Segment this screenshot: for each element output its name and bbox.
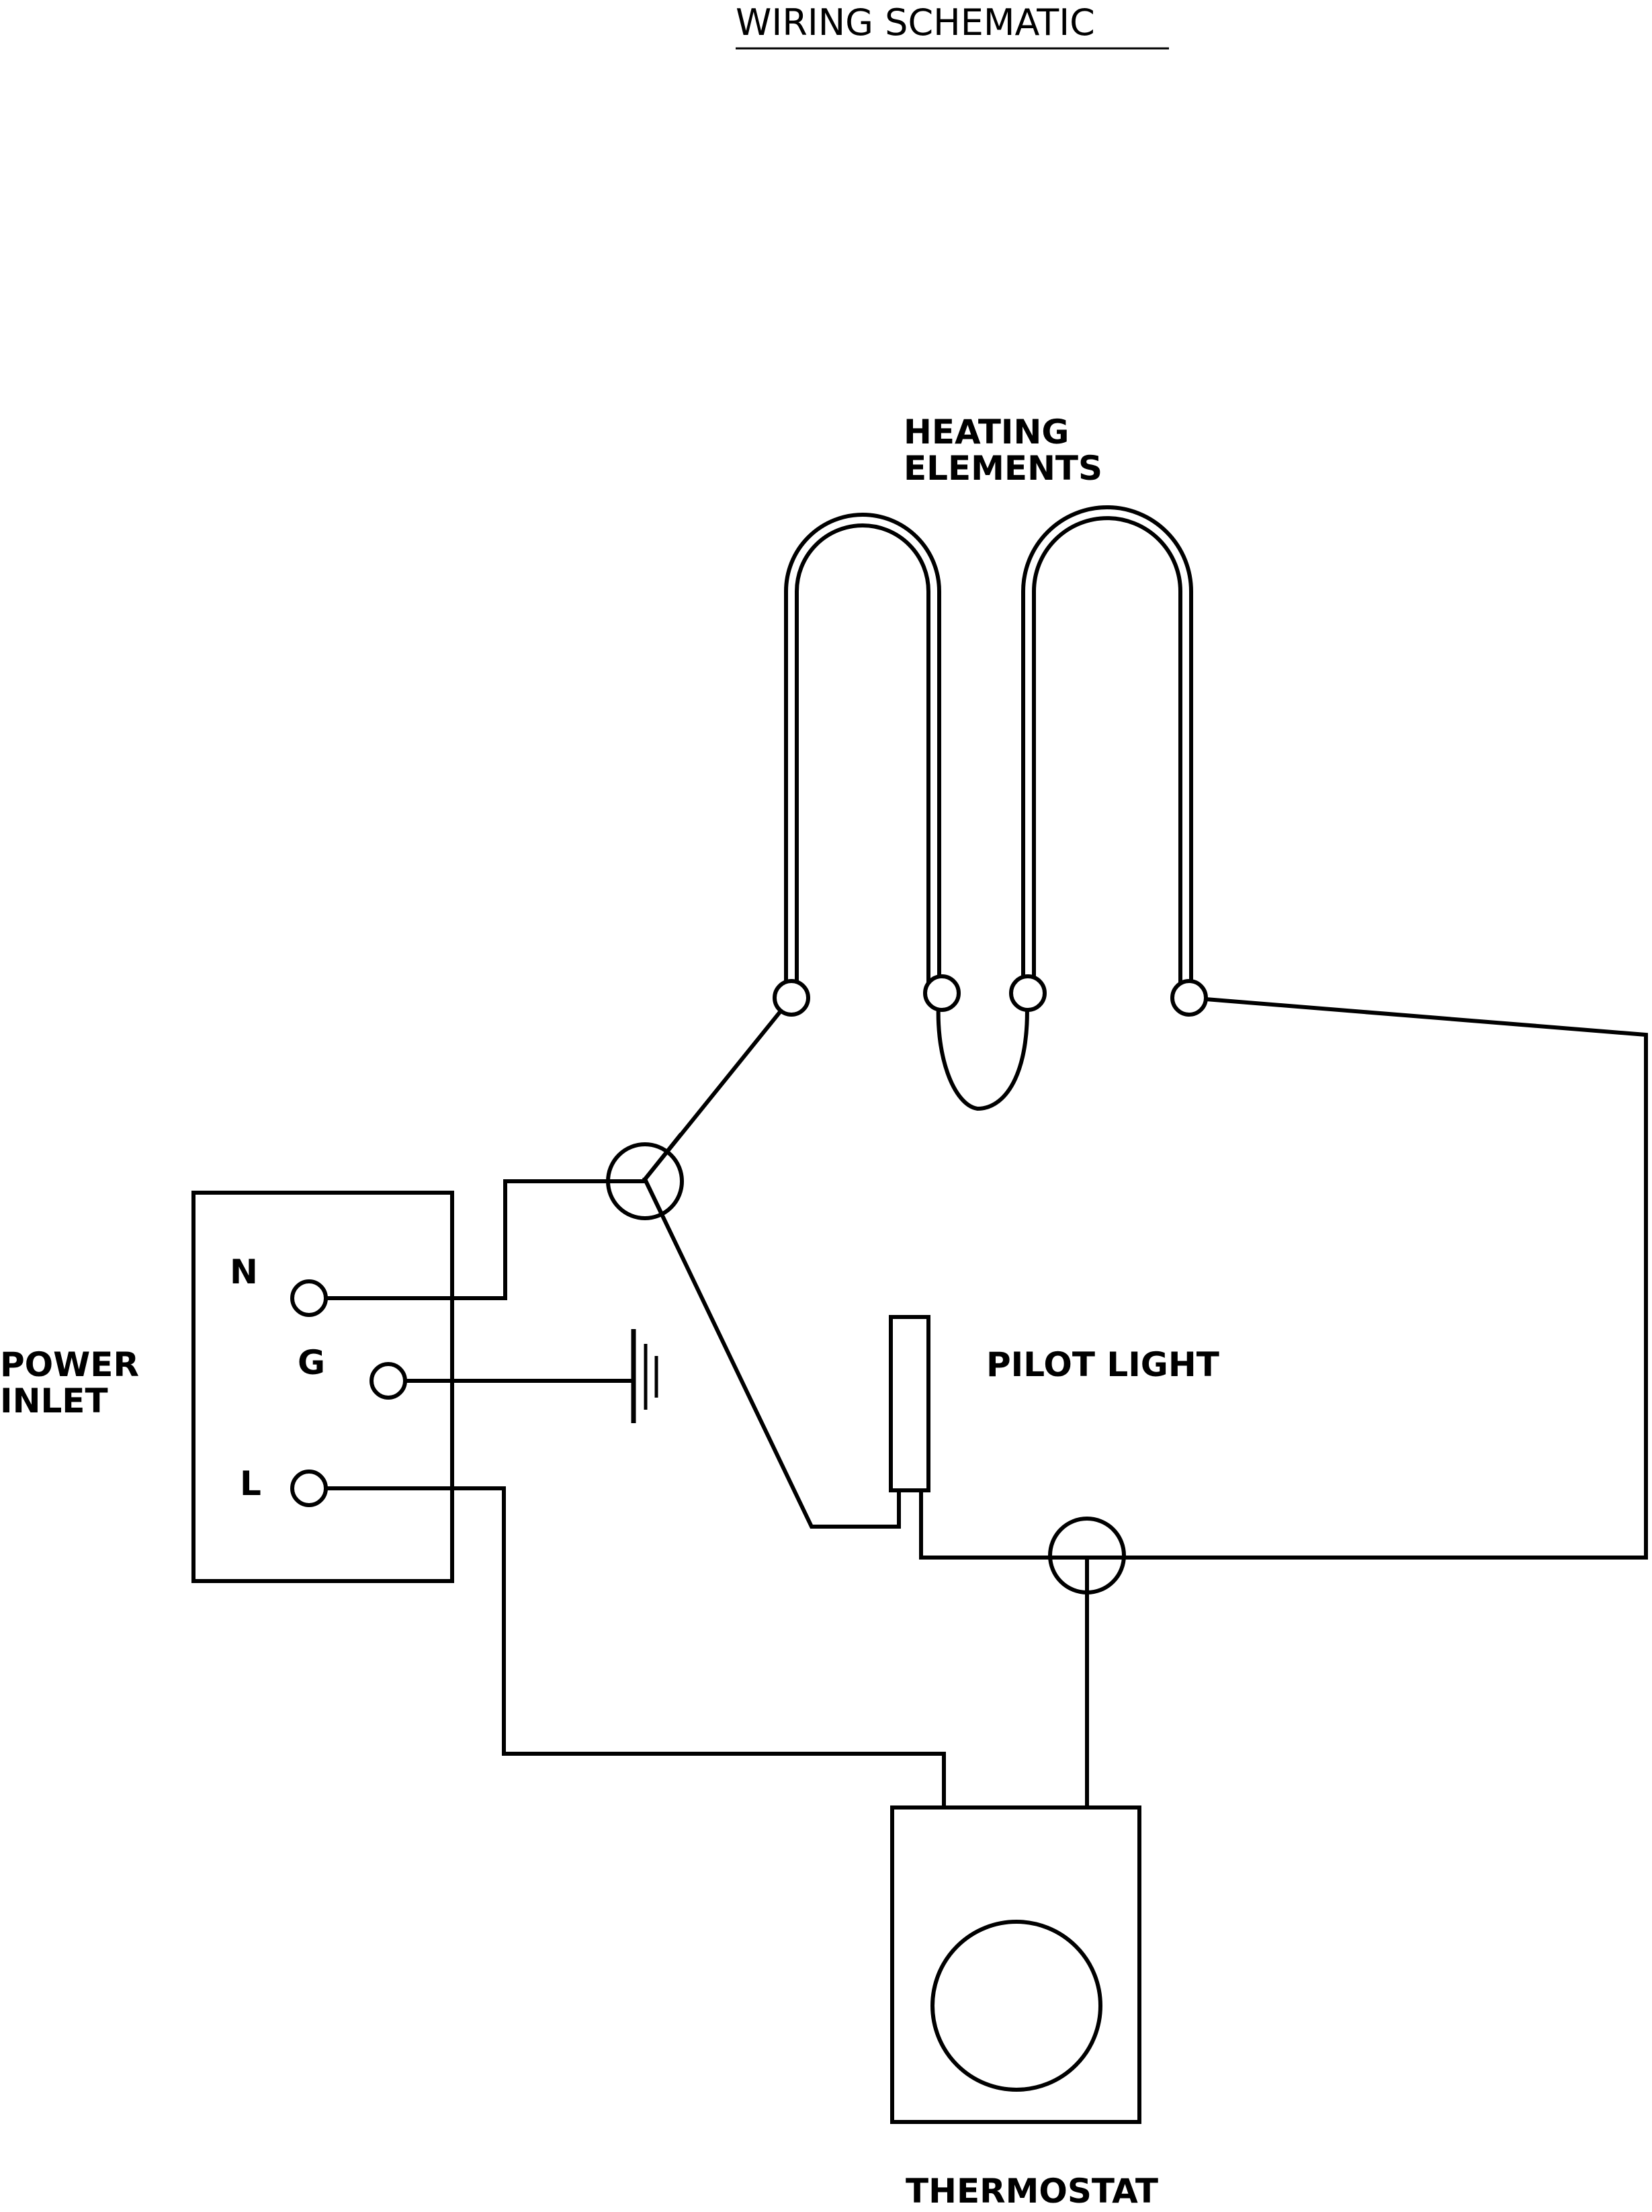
power-inlet-label-line2: INLET bbox=[0, 1381, 108, 1420]
heating-elements-label-line1: HEATING bbox=[904, 413, 1069, 452]
terminal-g bbox=[369, 1362, 407, 1400]
element-jumper-wire bbox=[936, 990, 1029, 1111]
heating-elements-label-line2: ELEMENTS bbox=[904, 449, 1102, 488]
power-inlet-box bbox=[191, 1191, 454, 1583]
ground-icon bbox=[631, 1329, 658, 1423]
wire-junction-to-pilot bbox=[642, 1176, 901, 1529]
terminal-n bbox=[290, 1279, 328, 1317]
wire-pilot-to-thermostat-node bbox=[919, 1488, 1089, 1560]
power-inlet-label-line1: POWER bbox=[0, 1345, 139, 1384]
wire-line-to-thermostat bbox=[307, 1486, 946, 1810]
terminal-l bbox=[290, 1470, 328, 1507]
heating-element-1 bbox=[784, 513, 941, 994]
thermostat-box bbox=[890, 1805, 1141, 2124]
terminal-l-label: L bbox=[240, 1464, 261, 1503]
element-1-terminal-right bbox=[923, 974, 961, 1012]
terminal-n-label: N bbox=[230, 1252, 258, 1291]
schematic-title: WIRING SCHEMATIC bbox=[736, 1, 1095, 44]
pilot-light-label: PILOT LIGHT bbox=[986, 1345, 1219, 1384]
thermostat-label: THERMOSTAT bbox=[906, 2172, 1158, 2211]
element-2-terminal-right bbox=[1170, 979, 1208, 1017]
wire-element-to-right-rail bbox=[1085, 995, 1648, 1560]
element-2-terminal-left bbox=[1009, 974, 1047, 1012]
element-1-terminal-left bbox=[773, 979, 810, 1017]
wire-neutral-to-junction bbox=[307, 1179, 647, 1300]
heating-element-2 bbox=[1021, 505, 1193, 991]
thermostat-dial bbox=[930, 1920, 1102, 2092]
pilot-light bbox=[889, 1315, 930, 1492]
terminal-g-label: G bbox=[298, 1343, 325, 1382]
